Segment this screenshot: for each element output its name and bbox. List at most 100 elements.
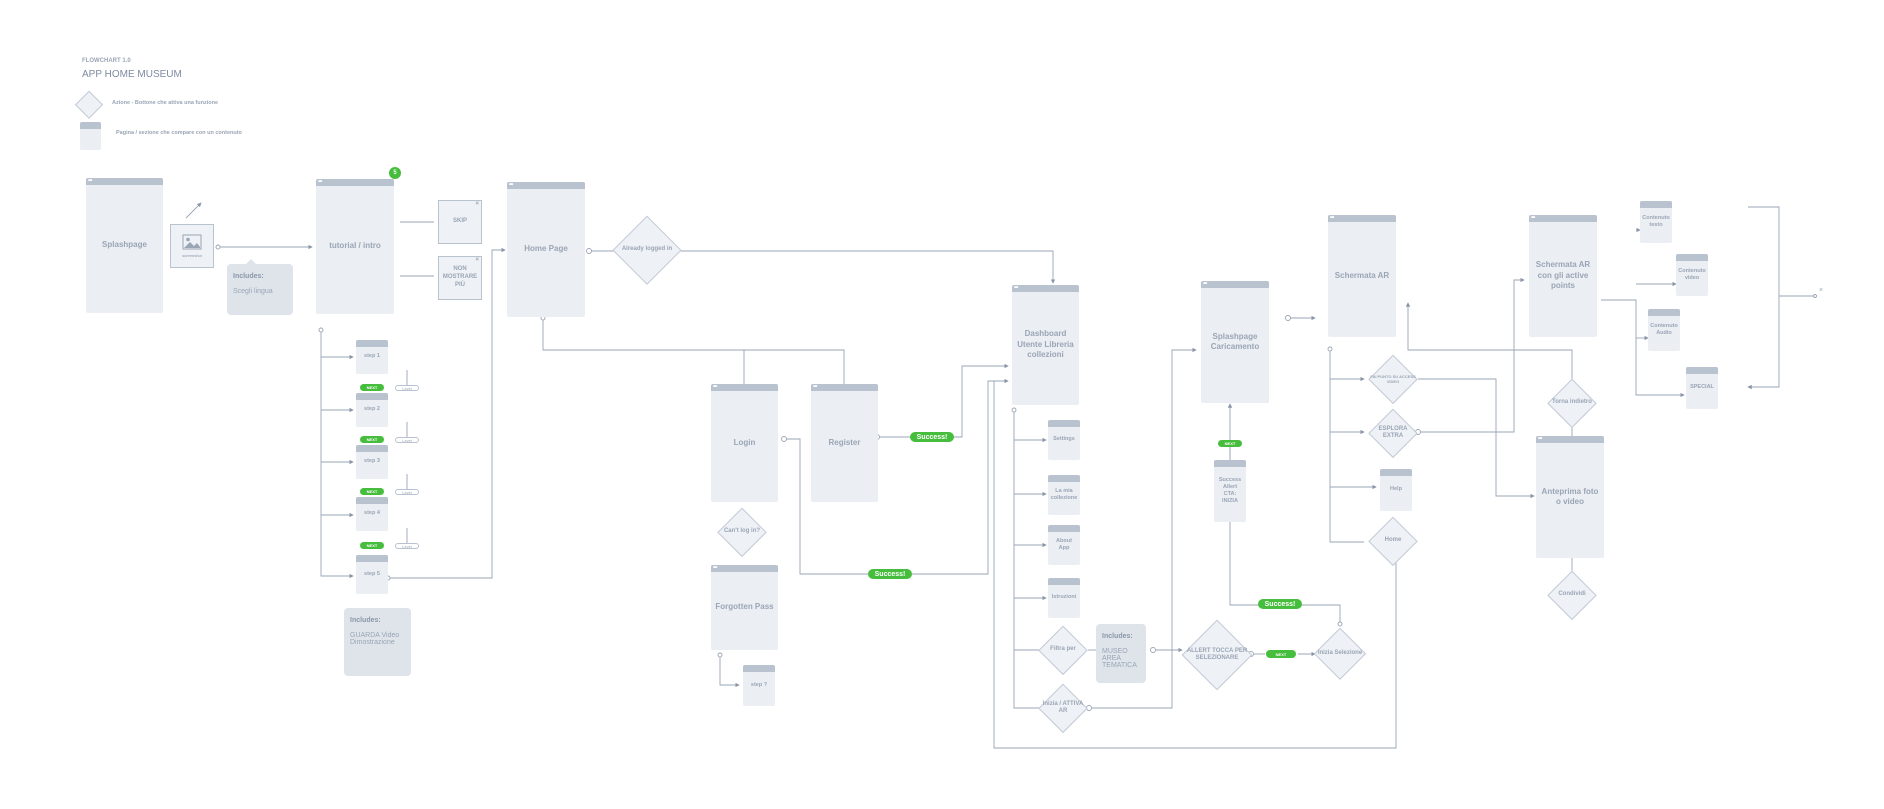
step-label: step 4 [364,510,380,517]
schermata-ar-points-page[interactable]: •••Schermata AR con gli active points [1529,215,1597,337]
fai-punto-decision[interactable]: FAI PUNTO SU ACCESS VIDEO [1370,356,1416,402]
skip-label: SKIP [452,218,467,225]
includes-text: MUSEO AREA TEMATICA [1102,648,1137,669]
legend-diamond-icon [76,92,102,118]
back-pill[interactable]: Level [395,437,419,443]
includes-label: Includes: [233,273,264,280]
step-page[interactable]: step 2 [356,393,388,427]
success-alert-page[interactable]: Success Allert CTA: INIZIA [1214,460,1246,522]
success-alert-label: Success Allert CTA: INIZIA [1218,476,1242,505]
special-page[interactable]: SPECIAL [1686,367,1718,409]
schermata-ar-page[interactable]: •••Schermata AR [1328,215,1396,337]
close-icon: × [475,201,479,207]
alert-decision[interactable]: ALLERT TOCCA PER SELEZIONARE [1183,621,1251,689]
legend-page-icon [80,122,101,150]
back-pill[interactable]: Level [395,489,419,495]
non-mostrare-button[interactable]: × NON MOSTRARE PIÙ [438,256,482,300]
next-pill[interactable]: NEXT [360,488,384,495]
decision-label: Condividi [1558,591,1586,598]
help-label: Help [1390,486,1402,493]
dashboard-label: Dashboard Utente Libreria collezioni [1017,329,1074,360]
step-page[interactable]: step 1 [356,340,388,374]
flowchart-title: APP HOME MUSEUM [82,69,182,80]
inizia-selezione-decision[interactable]: Inizia Selezione [1315,629,1365,679]
step-page[interactable]: step 5 [356,555,388,594]
step-page[interactable]: step 4 [356,497,388,531]
settings-page[interactable]: Settings [1048,420,1080,460]
contenuto-testo-page[interactable]: Contenuto testo [1640,201,1672,243]
condividi-decision[interactable]: Condividi [1549,572,1595,618]
step-label: step 2 [364,406,380,413]
step-page[interactable]: step 3 [356,445,388,479]
anteprima-label: Anteprima foto o video [1541,486,1599,506]
step-unknown-page[interactable]: step ? [743,665,775,706]
collezione-page[interactable]: La mia collezione [1048,475,1080,515]
decision-label: Filtra per [1050,646,1076,653]
splash-caricamento-page[interactable]: •••Splashpage Caricamento [1201,281,1269,403]
torna-indietro-decision[interactable]: Torna indietro [1549,380,1595,426]
flowchart-kicker: FLOWCHART 1.0 [82,58,131,64]
filtra-decision[interactable]: Filtra per [1040,627,1086,673]
close-icon: × [475,257,479,263]
next-pill[interactable]: NEXT [360,436,384,443]
decision-label: Home [1384,537,1402,544]
esplora-decision[interactable]: ESPLORA EXTRA [1370,410,1416,456]
inizia-ar-decision[interactable]: Inizia / ATTIVA AR [1040,685,1086,731]
back-pill[interactable]: Level [395,543,419,549]
success-pill: Success! [1258,599,1302,609]
schermata-ar-label: Schermata AR [1334,270,1390,280]
splashpage-page[interactable]: •••Splashpage [86,178,163,313]
contenuto-label: Contenuto testo [1642,214,1670,228]
about-page[interactable]: About App [1048,525,1080,565]
tutorial-label: tutorial / intro [329,241,381,251]
home-page[interactable]: •••Home Page [507,182,585,317]
decision-label: FAI PUNTO SU ACCESS VIDEO [1370,374,1416,384]
next-pill[interactable]: NEXT [1218,440,1242,447]
cant-log-decision[interactable]: Can't log in? [719,509,765,555]
decision-label: Inizia Selezione [1317,650,1363,657]
next-pill[interactable]: NEXT [1266,650,1296,658]
includes-museo-note: Includes: MUSEO AREA TEMATICA [1096,624,1146,683]
login-page[interactable]: •••Login [711,384,778,502]
contenuto-audio-page[interactable]: Contenuto Audio [1648,309,1680,351]
success-pill: Success! [868,569,912,579]
contenuto-video-page[interactable]: Contenuto video [1676,254,1708,296]
decision-label: Torna indietro [1552,399,1592,406]
decision-label: Can't log in? [723,528,761,535]
caricamento-label: Splashpage Caricamento [1210,331,1260,351]
special-label: SPECIAL [1690,384,1714,391]
forgotten-pass-page[interactable]: •••Forgotten Pass [711,565,778,650]
decision-label: Already logged in [621,246,673,253]
overflow-marker-icon: × [1819,287,1824,294]
legend-page-text: Pagina / sezione che compare con un cont… [116,130,242,136]
dashboard-page[interactable]: •••Dashboard Utente Libreria collezioni [1012,285,1079,405]
non-mostrare-label: NON MOSTRARE PIÙ [442,266,478,288]
register-page[interactable]: •••Register [811,384,878,502]
contenuto-label: Contenuto video [1678,267,1706,281]
next-pill[interactable]: NEXT [360,384,384,391]
tutorial-page[interactable]: •••tutorial / intro [316,179,394,314]
anteprima-page[interactable]: •••Anteprima foto o video [1536,436,1604,558]
includes-lingua-note: Includes:Scegli lingua [227,259,293,315]
includes-video-note: Includes: GUARDA Video Dimostrazione [344,608,411,676]
home-decision[interactable]: Home [1370,518,1416,564]
register-label: Register [828,437,861,447]
istruzioni-label: Istruzioni [1051,594,1077,601]
about-label: About App [1056,537,1072,551]
splash-image-placeholder: screenshot [170,224,214,268]
forgotten-label: Forgotten Pass [715,602,774,612]
back-pill[interactable]: Level [395,385,419,391]
next-pill[interactable]: NEXT [360,542,384,549]
includes-text: GUARDA Video Dimostrazione [350,632,400,646]
help-page[interactable]: Help [1380,469,1412,511]
home-label: Home Page [524,244,568,254]
already-logged-decision[interactable]: Already logged in [614,217,680,283]
includes-label: Includes: [1102,633,1133,640]
skip-button[interactable]: × SKIP [438,200,482,244]
decision-label: Inizia / ATTIVA AR [1042,700,1084,715]
includes-label: Includes: [350,617,381,624]
success-pill: Success! [910,432,954,442]
step-label: step ? [750,681,768,688]
istruzioni-page[interactable]: Istruzioni [1048,578,1080,618]
decision-label: ALLERT TOCCA PER SELEZIONARE [1186,647,1248,662]
